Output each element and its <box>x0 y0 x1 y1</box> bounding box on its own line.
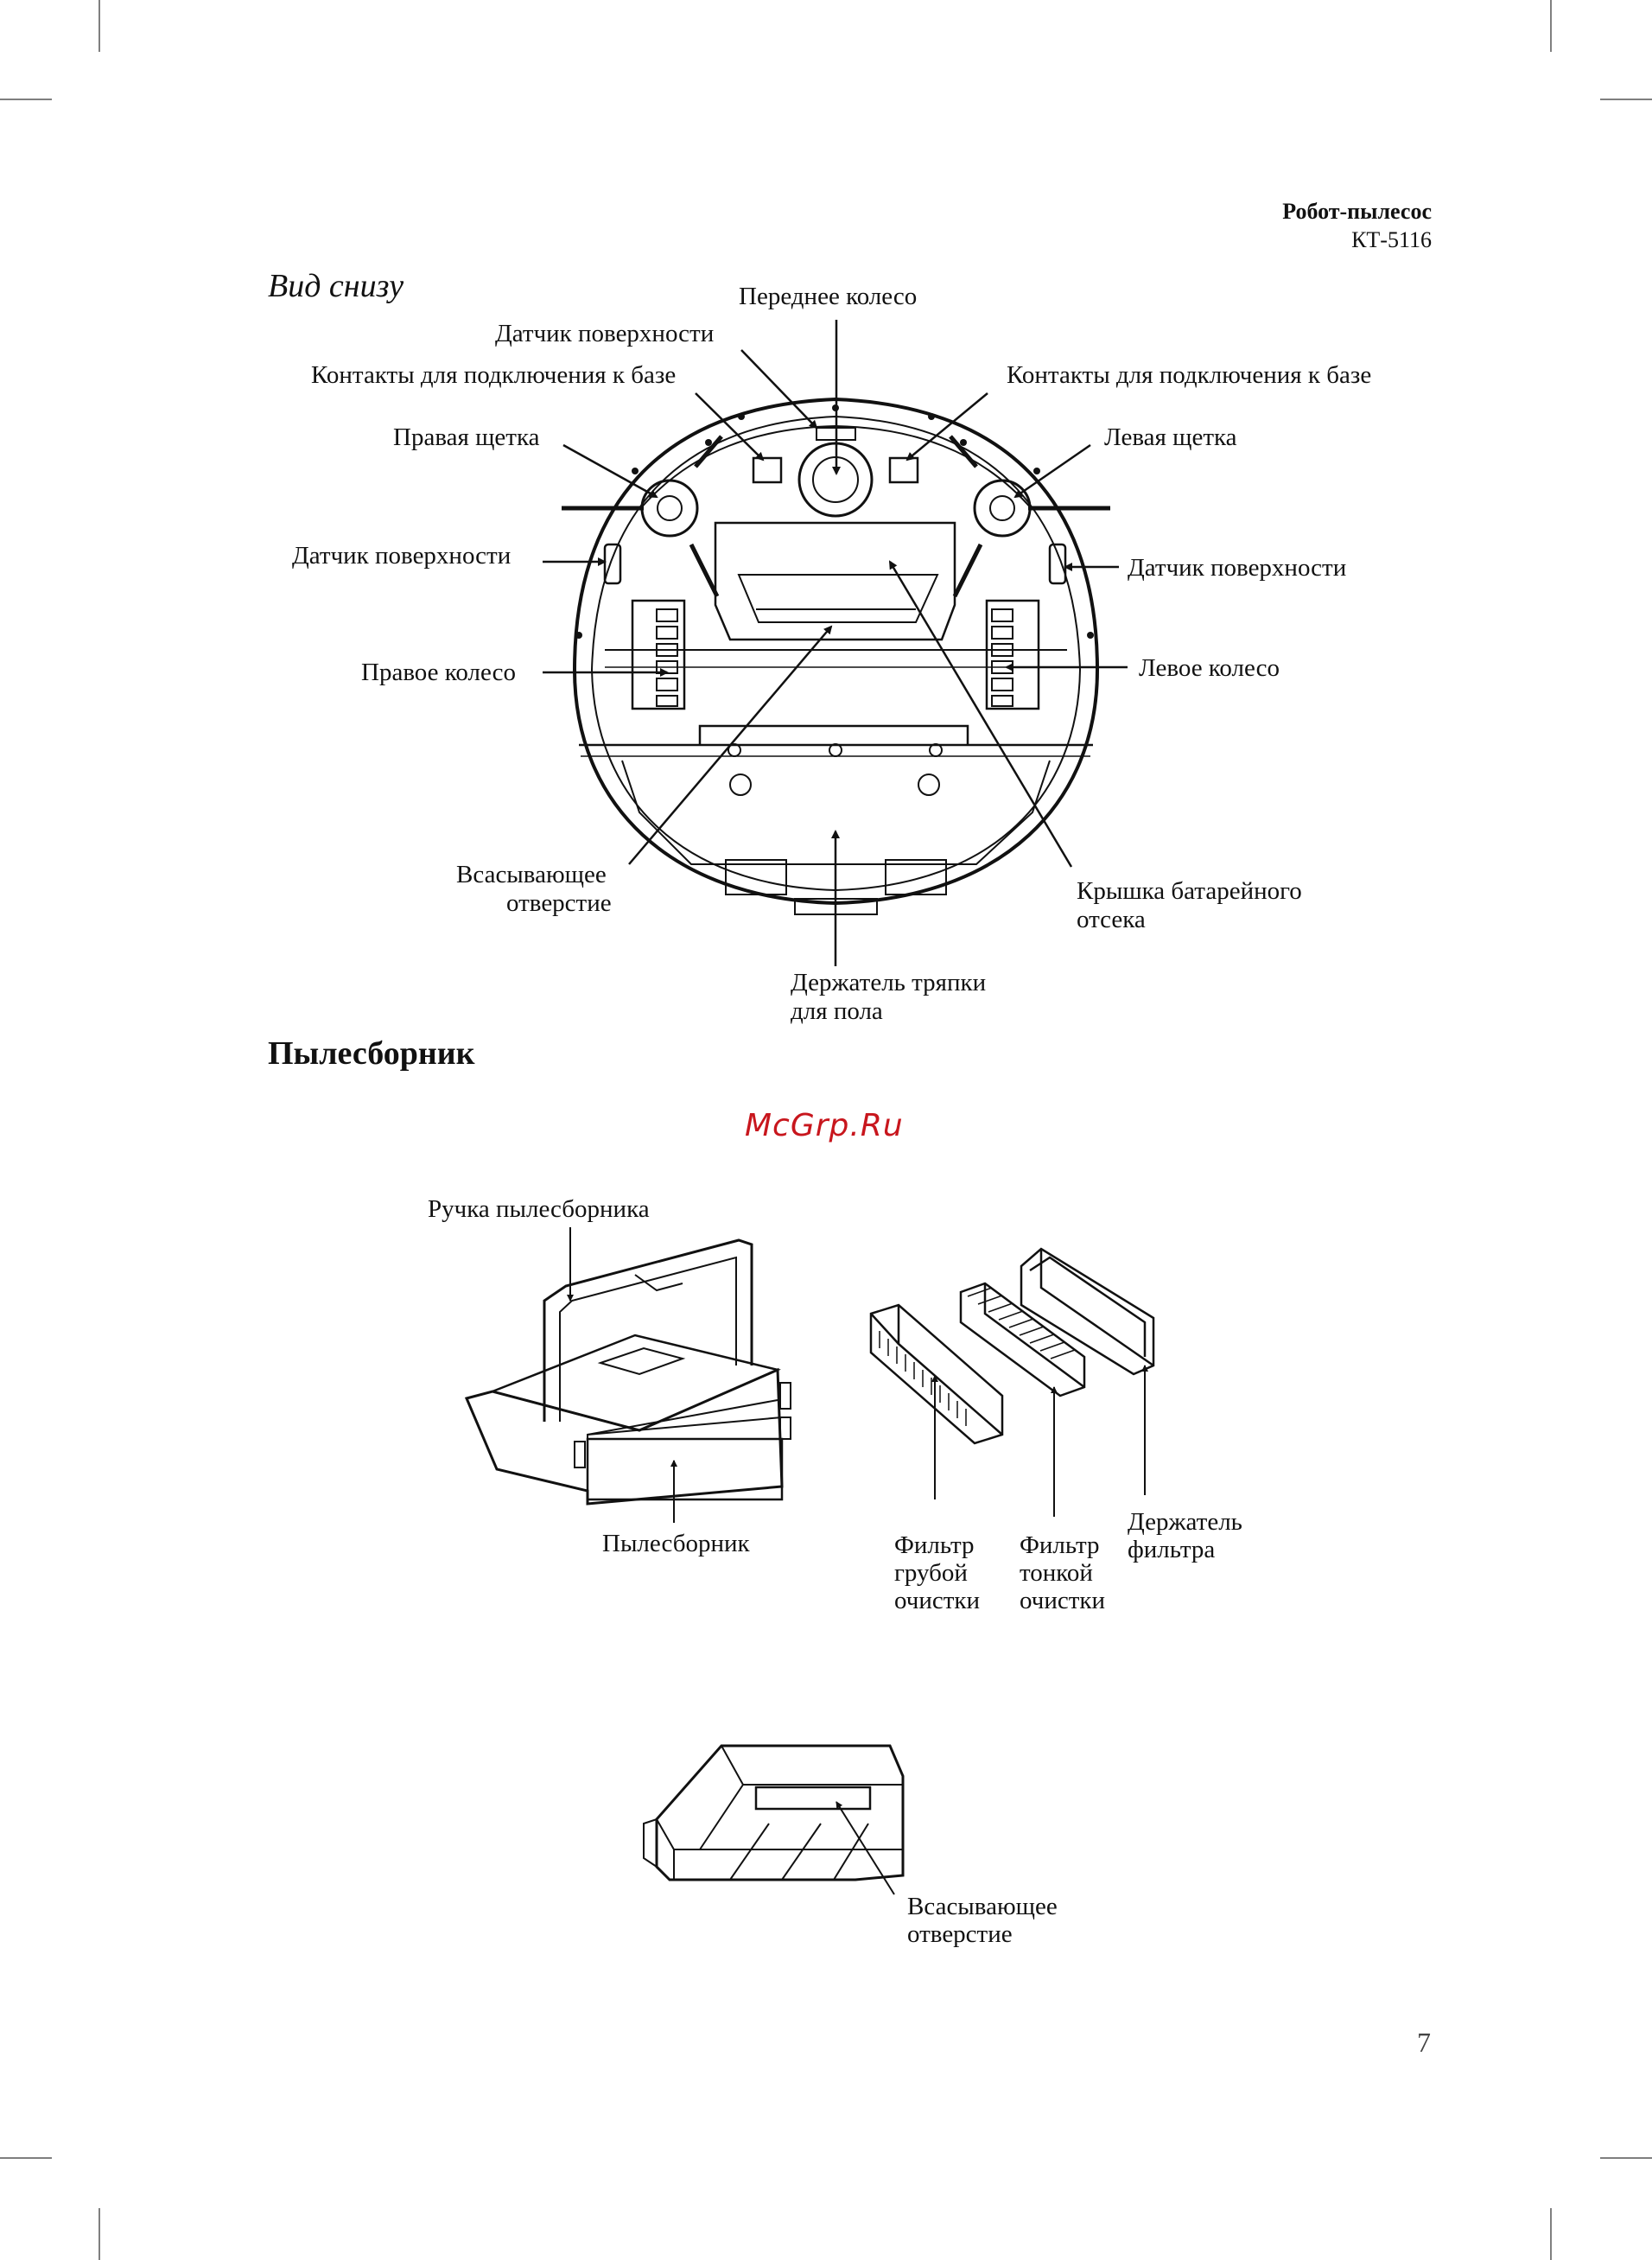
label-surface-sensor-left: Датчик поверхности <box>292 542 511 570</box>
label-filter-holder-line1: Держатель <box>1128 1508 1242 1536</box>
label-suction-opening-line1: Всасывающее <box>456 861 607 888</box>
label-filter-holder-line2: фильтра <box>1128 1536 1216 1563</box>
robot-bottom-drawing <box>562 397 1110 915</box>
label-front-wheel: Переднее колесо <box>739 283 918 310</box>
label-battery-cover-line2: отсека <box>1077 906 1146 933</box>
watermark: McGrp.Ru <box>745 1108 904 1143</box>
label-bin-handle: Ручка пылесборника <box>428 1195 650 1223</box>
label-coarse-filter-line2: грубой <box>894 1559 968 1587</box>
product-title: Робот-пылесос <box>1282 199 1432 224</box>
bottom-view-heading: Вид снизу <box>268 268 404 304</box>
product-model: КТ-5116 <box>1351 227 1432 252</box>
label-battery-cover-line1: Крышка батарейного <box>1077 877 1302 905</box>
label-bin-suction-line2: отверстие <box>907 1920 1013 1948</box>
fine-filter-drawing <box>959 1282 1086 1397</box>
label-left-wheel: Левое колесо <box>1139 654 1280 682</box>
page-number: 7 <box>1417 2027 1431 2058</box>
label-mop-holder-line1: Держатель тряпки <box>791 969 987 996</box>
label-bin: Пылесборник <box>602 1530 750 1557</box>
label-bin-suction-line1: Всасывающее <box>907 1893 1058 1920</box>
filter-holder-drawing <box>1020 1247 1155 1376</box>
label-surface-sensor-top: Датчик поверхности <box>495 320 715 347</box>
label-coarse-filter-line1: Фильтр <box>894 1531 975 1559</box>
label-fine-filter-line3: очистки <box>1020 1587 1106 1614</box>
coarse-filter-drawing <box>869 1303 1004 1445</box>
label-fine-filter-line1: Фильтр <box>1020 1531 1100 1559</box>
dust-bin-drawing <box>464 1238 791 1506</box>
label-contacts-right: Контакты для подключения к базе <box>1007 361 1372 389</box>
bottom-view-leader-lines <box>543 320 1128 966</box>
label-coarse-filter-line3: очистки <box>894 1587 981 1614</box>
label-contacts-left: Контакты для подключения к базе <box>311 361 677 389</box>
label-surface-sensor-right: Датчик поверхности <box>1128 554 1347 582</box>
label-fine-filter-line2: тонкой <box>1020 1559 1093 1587</box>
dust-bin-heading: Пылесборник <box>268 1035 475 1072</box>
dust-bin-suction-drawing <box>643 1744 905 1881</box>
suction-opening-leader <box>836 1801 895 1895</box>
label-mop-holder-line2: для пола <box>791 997 883 1025</box>
label-left-brush: Левая щетка <box>1104 423 1237 451</box>
label-right-wheel: Правое колесо <box>361 659 516 686</box>
label-suction-opening-line2: отверстие <box>506 889 612 917</box>
label-right-brush: Правая щетка <box>393 423 540 451</box>
